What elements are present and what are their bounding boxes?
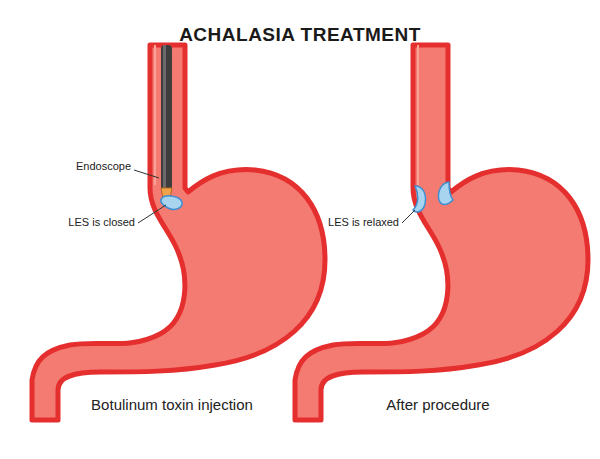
figure-caption: Botulinum toxin injection: [91, 396, 253, 413]
diagram-title: ACHALASIA TREATMENT: [179, 24, 421, 46]
les-closed: [161, 196, 182, 209]
stomach-left: [32, 45, 325, 420]
leader-line: [402, 210, 415, 223]
leader-line: [134, 170, 159, 178]
endoscope: [161, 45, 172, 193]
stomach-right: [295, 45, 588, 420]
part-label: LES is closed: [68, 216, 135, 228]
leader-line: [138, 205, 166, 223]
les-relaxed: [413, 186, 426, 212]
figure-caption: After procedure: [386, 396, 489, 413]
les-relaxed: [438, 182, 453, 205]
part-label: LES is relaxed: [328, 216, 399, 228]
part-label: Endoscope: [76, 160, 131, 172]
